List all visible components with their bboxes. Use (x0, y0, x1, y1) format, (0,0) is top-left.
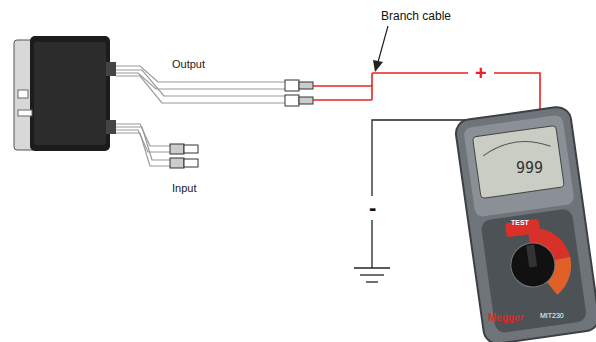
cable-label: Branch cable (381, 10, 451, 23)
microinverter (14, 36, 116, 151)
input-cable (116, 124, 170, 166)
input-connector (170, 144, 198, 168)
output-cable (116, 66, 285, 103)
button-label: TEST (511, 219, 529, 227)
positive-wire (313, 73, 540, 118)
brand-name: Megger (488, 312, 524, 323)
leader-arrow (373, 26, 388, 72)
polarity-sign: + (473, 62, 489, 84)
polarity-sign: - (367, 196, 378, 220)
model-name: MIT230 (540, 312, 564, 320)
output-connector (285, 80, 313, 106)
megger-tester (454, 105, 596, 342)
cable-label: Input (172, 182, 196, 194)
display-reading: 999 (516, 160, 543, 177)
cable-label: Output (172, 58, 205, 70)
